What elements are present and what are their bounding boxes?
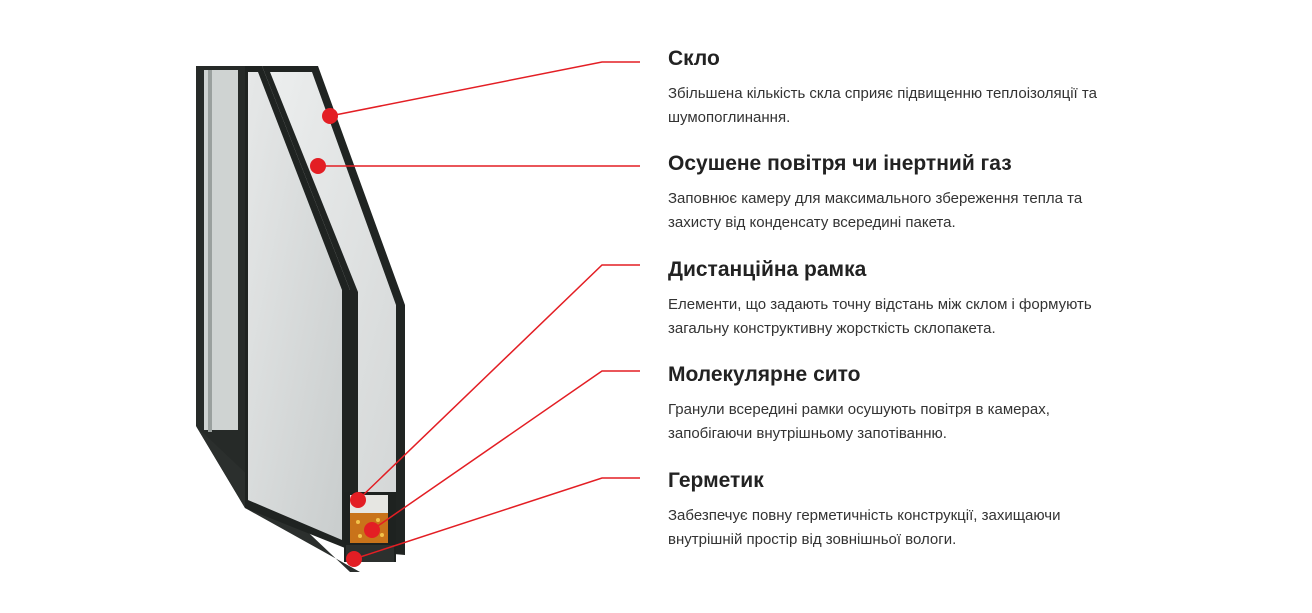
callout-title: Дистанційна рамка <box>668 258 867 281</box>
callout-title: Молекулярне сито <box>668 363 861 386</box>
callout-description: Збільшена кількість скла сприяє підвищен… <box>668 85 1097 126</box>
callout-dried-air: Осушене повітря чи інертний газ Заповнює… <box>668 151 1268 235</box>
leader-molecular-sieve-dot <box>364 522 380 538</box>
callout-leader-lines <box>310 61 640 567</box>
leader-glass-dot <box>322 108 338 124</box>
leader-sealant-dot <box>346 551 362 567</box>
callout-sealant: Герметик Забезпечує повну герметичність … <box>668 468 1268 552</box>
callout-title: Скло <box>668 47 720 70</box>
glass-surface-front <box>270 72 396 545</box>
leader-sealant-line <box>353 477 640 560</box>
callout-title: Осушене повітря чи інертний газ <box>668 152 1012 175</box>
leader-spacer-frame-dot <box>350 492 366 508</box>
callout-description: Гранули всередині рамки осушують повітря… <box>668 401 1050 442</box>
callout-description: Забезпечує повну герметичність конструкц… <box>668 507 1061 548</box>
glass-surface-back <box>248 72 342 540</box>
callout-title: Герметик <box>668 469 764 492</box>
callout-spacer-frame: Дистанційна рамка Елементи, що задають т… <box>668 257 1268 341</box>
back-frame <box>196 66 360 572</box>
leader-dried-air-dot <box>310 158 326 174</box>
callout-glass: Скло Збільшена кількість скла сприяє під… <box>668 46 1268 130</box>
callout-description: Елементи, що задають точну відстань між … <box>668 296 1092 337</box>
callout-molecular-sieve: Молекулярне сито Гранули всередині рамки… <box>668 362 1268 446</box>
leader-spacer-frame-line <box>357 264 640 501</box>
leader-glass-line <box>329 61 640 117</box>
leader-molecular-sieve-line <box>371 370 640 531</box>
callout-description: Заповнює камеру для максимального збереж… <box>668 190 1083 231</box>
